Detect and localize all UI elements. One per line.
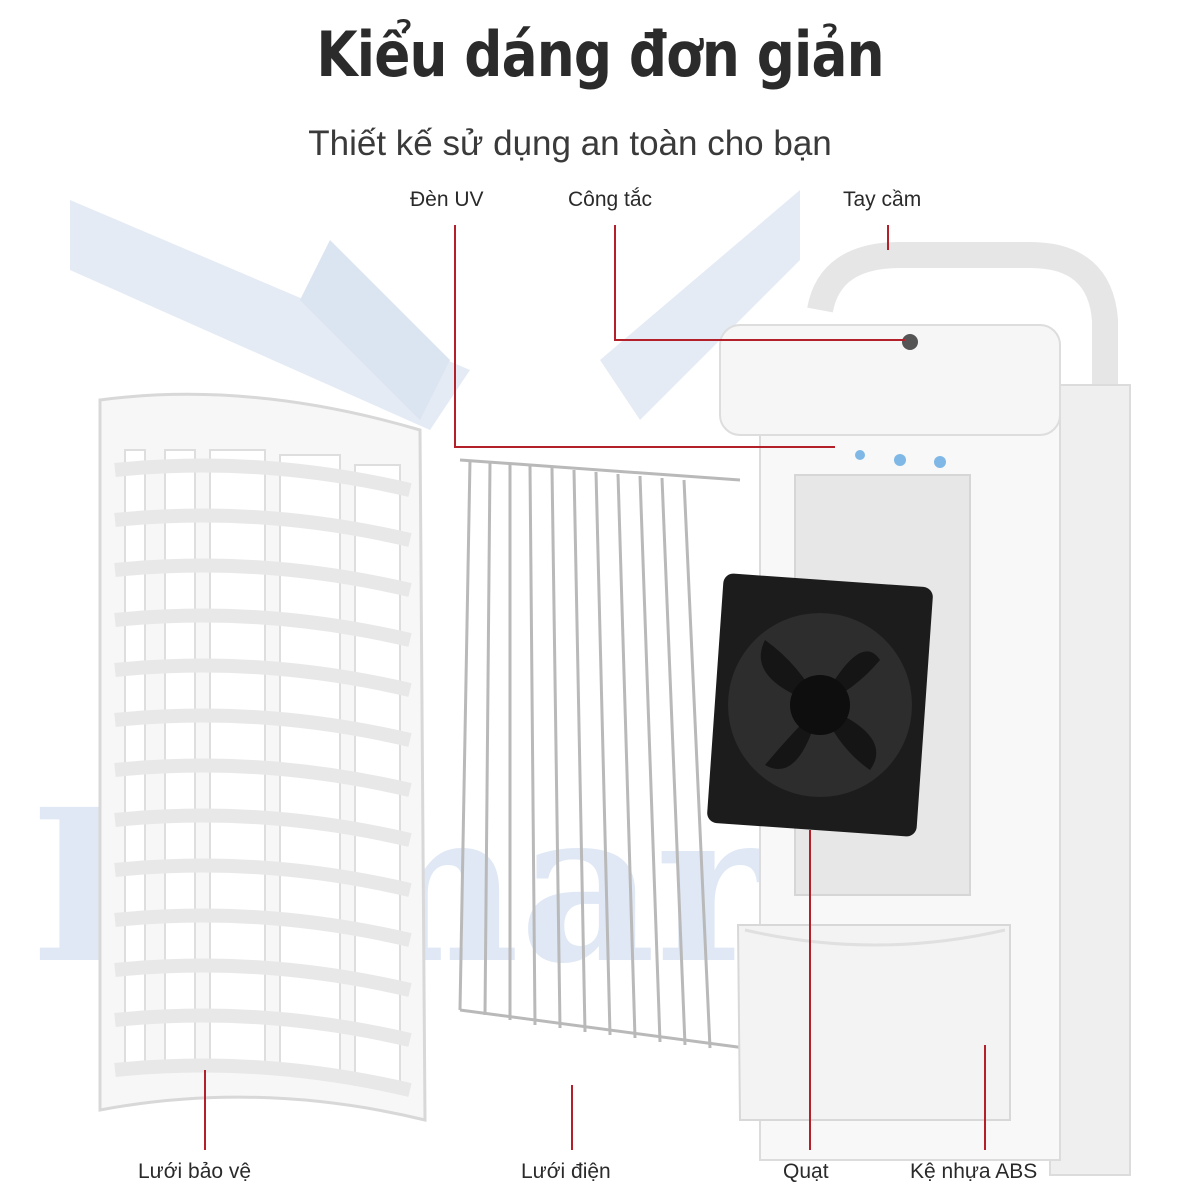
- callout-protective-grille: Lưới bảo vệ: [138, 1160, 251, 1184]
- callout-switch: Công tắc: [568, 188, 652, 212]
- page-subtitle: Thiết kế sử dụng an toàn cho bạn: [0, 124, 1140, 164]
- callout-fan: Quạt: [783, 1160, 829, 1184]
- callout-electric-grid: Lưới điện: [521, 1160, 611, 1184]
- protective-grille: [100, 394, 425, 1120]
- callout-handle: Tay cầm: [843, 188, 921, 212]
- callout-abs-tray: Kệ nhựa ABS: [910, 1160, 1037, 1184]
- callout-uv-lamp: Đèn UV: [410, 188, 484, 212]
- page-title: Kiểu dáng đơn giản: [84, 18, 1116, 91]
- fan: [707, 573, 934, 837]
